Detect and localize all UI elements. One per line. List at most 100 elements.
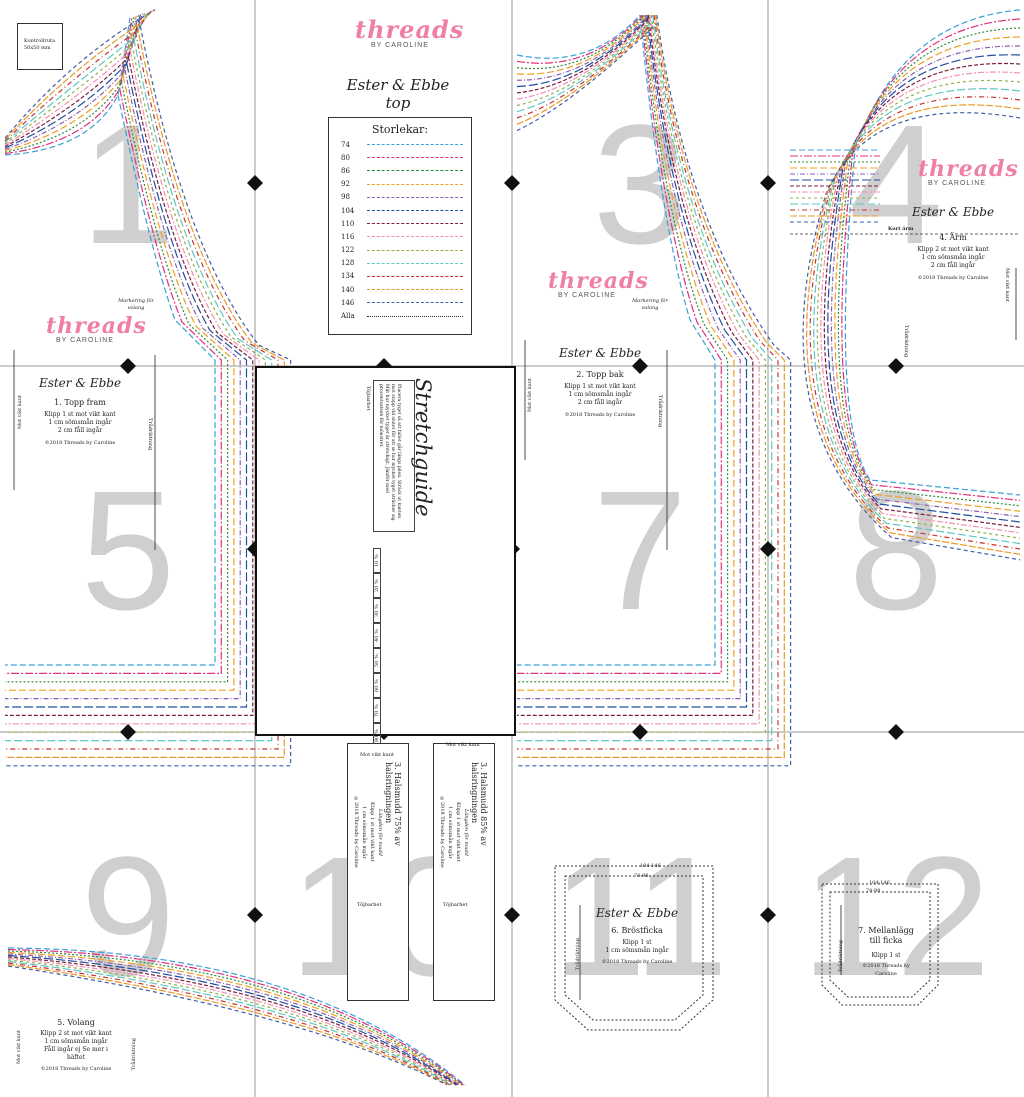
alignment-diamond xyxy=(120,358,136,374)
size-row: 80 xyxy=(341,151,463,164)
control-square-label: Kontrollruta 50x50 mm xyxy=(24,38,56,51)
size-label: 146 xyxy=(341,298,355,307)
sleeve-line1: Klipp 2 st mot vikt kant xyxy=(917,246,989,253)
back-size-outline xyxy=(516,14,754,716)
size-row: 92 xyxy=(341,178,463,191)
page-number: 9 xyxy=(81,822,176,1012)
band85-sub: Längden för mudd xyxy=(463,808,469,856)
back-line3: 2 cm fåll ingår xyxy=(577,399,623,406)
ruffle-size-arc xyxy=(7,963,449,1086)
page-number: 5 xyxy=(81,456,176,646)
sleeve-logo-sub: BY CAROLINE xyxy=(928,180,986,187)
stretchguide-arrow-label: Töjbarhet xyxy=(365,386,371,411)
front-line3: 2 cm fåll ingår xyxy=(57,427,103,434)
back-logo: threads BY CAROLINE xyxy=(548,270,648,299)
front-size-outline xyxy=(4,17,222,674)
front-brand: Ester & Ebbe xyxy=(38,376,122,390)
sleeve-size-outline xyxy=(802,112,1021,561)
sleeve-short-label: Kort ärm xyxy=(888,226,914,232)
size-label: 92 xyxy=(341,180,350,189)
alignment-diamond xyxy=(504,907,520,923)
back-size-outline xyxy=(516,14,735,691)
pocket-name: 6. Bröstficka xyxy=(611,926,663,935)
sleeve-logo: threads BY CAROLINE xyxy=(918,158,1018,187)
band85-grain-label: Töjbarhet xyxy=(443,902,468,908)
alignment-diamond xyxy=(247,907,263,923)
back-size-outline xyxy=(516,14,773,742)
sleeve-label: Ester & Ebbe 4. Ärm Klipp 2 st mot vikt … xyxy=(903,205,1003,282)
alignment-diamond xyxy=(760,175,776,191)
stretchguide-text-box: Placera tyget så att fallet går längs pi… xyxy=(373,380,415,532)
size-label: 140 xyxy=(341,285,355,294)
band85-piece xyxy=(433,743,495,1001)
stretchguide-title: Stretchguide xyxy=(411,378,435,517)
page-number: 8 xyxy=(849,456,944,646)
sizes-heading: Storlekar: xyxy=(371,123,429,136)
front-size-outline xyxy=(4,11,273,742)
back-size-outline xyxy=(516,14,766,733)
pocket-line1: Klipp 1 st xyxy=(622,939,652,946)
size-label: 86 xyxy=(341,166,350,175)
band75-line1: Klipp 1 st mot vikt kant xyxy=(369,802,375,862)
sleeve-copyright: ©2018 Threads by Caroline xyxy=(917,275,989,281)
facing-outline-large xyxy=(821,883,939,1006)
ruffle-size-arc xyxy=(7,950,463,1086)
ruffle-size-arc xyxy=(7,957,455,1086)
sleeve-size-outline xyxy=(837,27,1021,507)
pocket-size-small: 74-98 xyxy=(634,873,649,879)
size-row: 128 xyxy=(341,257,463,270)
pocket-grain-label: Trådriktning xyxy=(575,938,581,971)
front-size-outline xyxy=(4,9,285,758)
sleeve-size-outline xyxy=(823,62,1021,528)
stretchguide-text: Placera tyget så att fallet går längs pi… xyxy=(378,384,401,522)
stretch-percent-cell: 30 % xyxy=(373,598,381,623)
front-size-outline xyxy=(4,14,248,708)
size-line-swatch xyxy=(367,315,463,317)
sleeve-size-outline xyxy=(813,88,1021,545)
front-logo-word: threads xyxy=(46,313,147,339)
band75-grain-label: Töjbarhet xyxy=(357,902,382,908)
page-number: 1 xyxy=(81,90,176,280)
size-row: 104 xyxy=(341,204,463,217)
ruffle-pattern-lines xyxy=(7,947,466,1086)
back-brand: Ester & Ebbe xyxy=(558,346,642,360)
ruffle-size-arc xyxy=(7,960,452,1086)
ruffle-size-arc xyxy=(7,962,451,1086)
front-size-outline xyxy=(4,9,292,767)
pocket-outline-small xyxy=(564,875,704,1021)
ruffle-size-arc xyxy=(7,954,458,1086)
front-copyright: ©2018 Threads by Caroline xyxy=(44,440,116,446)
alignment-diamond xyxy=(632,724,648,740)
alignment-diamond xyxy=(888,358,904,374)
size-line-swatch xyxy=(367,289,463,291)
front-line2: 1 cm sömsmån ingår xyxy=(48,419,112,426)
size-line-swatch xyxy=(367,236,463,238)
band85-text: 3. Halsmudd 85% av halsringningen Längde… xyxy=(438,762,488,902)
size-row: 122 xyxy=(341,244,463,257)
size-label: Alla xyxy=(341,312,355,321)
back-line1: Klipp 1 st mot vikt kant xyxy=(564,383,636,390)
stretchguide: Stretchguide Placera tyget så att fallet… xyxy=(363,378,443,798)
band75-line2: 1 cm sömsmån ingår xyxy=(361,805,367,859)
facing-name: 7. Mellanlägg till ficka xyxy=(858,926,914,945)
front-name: 1. Topp fram xyxy=(54,398,106,407)
sleeve-grain-label: Trådriktning xyxy=(903,325,909,358)
sleeve-size-outline xyxy=(809,96,1021,550)
size-line-swatch xyxy=(367,302,463,304)
alignment-diamond xyxy=(760,907,776,923)
front-logo-sub: BY CAROLINE xyxy=(56,337,114,344)
pocket-size-large: 104-146 xyxy=(640,863,661,869)
back-size-outline xyxy=(516,14,785,758)
size-label: 98 xyxy=(341,193,350,202)
page-number: 3 xyxy=(593,90,688,280)
pocket-outline-large xyxy=(554,865,714,1031)
alignment-diamond xyxy=(888,724,904,740)
ruffle-size-arc xyxy=(7,959,454,1086)
pocket-brand: Ester & Ebbe xyxy=(595,906,679,920)
sleeve-pattern-lines xyxy=(790,9,1021,561)
size-line-swatch xyxy=(367,157,463,159)
ruffle-copyright: ©2018 Threads by Caroline xyxy=(40,1066,112,1072)
size-line-swatch xyxy=(367,210,463,212)
